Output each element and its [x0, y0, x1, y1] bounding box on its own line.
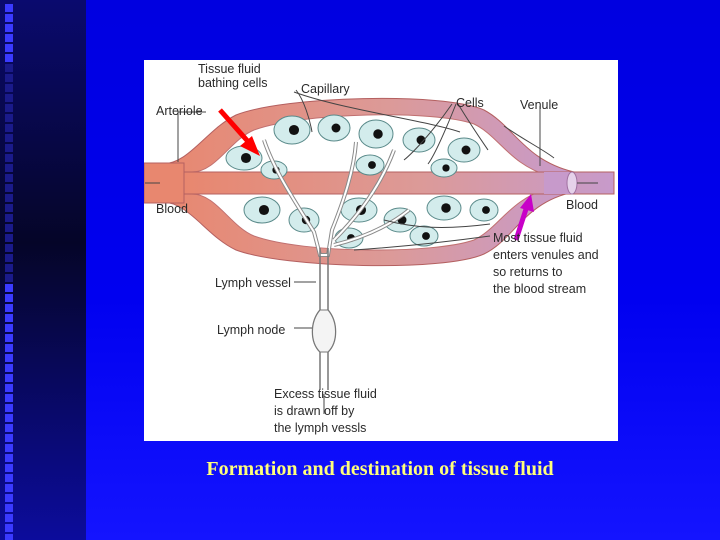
label-pointer-lines	[145, 89, 598, 414]
slide-caption: Formation and destination of tissue flui…	[206, 458, 554, 480]
diagram-figure: Tissue fluid bathing cells Capillary Cel…	[144, 60, 618, 441]
cell-nucleus	[258, 204, 270, 216]
strip-square	[5, 154, 13, 162]
magenta-arrow-head	[520, 194, 534, 212]
strip-square	[5, 234, 13, 242]
cell-nucleus	[368, 161, 376, 169]
label-most-tissue-fluid: Most tissue fluid enters venules and so …	[493, 231, 599, 296]
cell-nucleus	[331, 123, 341, 133]
label-cells: Cells	[456, 96, 484, 110]
magenta-arrow	[513, 205, 530, 241]
strip-square	[5, 354, 13, 362]
strip-square	[5, 364, 13, 372]
cell-nucleus	[373, 129, 383, 139]
strip-square	[5, 344, 13, 352]
strip-square	[5, 44, 13, 52]
strip-square	[5, 424, 13, 432]
label-blood-left: Blood	[156, 202, 188, 216]
cell-nucleus	[240, 152, 252, 164]
cell-nucleus	[416, 135, 426, 145]
strip-square	[5, 194, 13, 202]
strip-square	[5, 64, 13, 72]
strip-square	[5, 4, 13, 12]
strip-square	[5, 524, 13, 532]
strip-square	[5, 484, 13, 492]
strip-square	[5, 134, 13, 142]
cell-nucleus	[442, 164, 450, 172]
lymph-node	[312, 309, 336, 353]
label-capillary: Capillary	[301, 82, 350, 96]
strip-square	[5, 164, 13, 172]
label-venule: Venule	[520, 98, 559, 112]
strip-square	[5, 274, 13, 282]
strip-square	[5, 504, 13, 512]
strip-square	[5, 174, 13, 182]
strip-square	[5, 104, 13, 112]
strip-square	[5, 34, 13, 42]
red-arrow-head	[240, 136, 260, 156]
strip-square-pattern	[5, 4, 13, 540]
strip-square	[5, 404, 13, 412]
strip-square	[5, 264, 13, 272]
strip-square	[5, 254, 13, 262]
strip-square	[5, 224, 13, 232]
strip-square	[5, 74, 13, 82]
strip-square	[5, 184, 13, 192]
strip-square	[5, 444, 13, 452]
cell-nucleus	[482, 206, 490, 214]
label-excess-tissue-fluid: Excess tissue fluid is drawn off by the …	[274, 387, 377, 435]
strip-square	[5, 94, 13, 102]
strip-square	[5, 124, 13, 132]
strip-square	[5, 244, 13, 252]
strip-square	[5, 454, 13, 462]
strip-square	[5, 304, 13, 312]
strip-square	[5, 204, 13, 212]
cell-nucleus	[461, 145, 471, 155]
strip-square	[5, 284, 13, 292]
venule-vessel	[544, 172, 572, 194]
strip-square	[5, 494, 13, 502]
strip-square	[5, 464, 13, 472]
strip-square	[5, 314, 13, 322]
strip-square	[5, 394, 13, 402]
strip-square	[5, 474, 13, 482]
label-tissue-fluid: Tissue fluid bathing cells	[198, 62, 268, 90]
cell-nucleus	[288, 124, 300, 136]
cell-nucleus	[441, 203, 451, 213]
strip-square	[5, 294, 13, 302]
strip-square	[5, 334, 13, 342]
strip-square	[5, 144, 13, 152]
red-arrow	[218, 108, 254, 148]
strip-square	[5, 324, 13, 332]
label-blood-right: Blood	[566, 198, 598, 212]
strip-square	[5, 514, 13, 522]
strip-square	[5, 14, 13, 22]
strip-square	[5, 114, 13, 122]
strip-square	[5, 214, 13, 222]
label-lymph-node: Lymph node	[217, 323, 286, 337]
strip-square	[5, 534, 13, 540]
strip-square	[5, 434, 13, 442]
venule-opening	[566, 171, 578, 195]
strip-square	[5, 24, 13, 32]
cell-nucleus	[422, 232, 430, 240]
tissue-fluid-diagram	[144, 89, 615, 414]
label-lymph-vessel: Lymph vessel	[215, 276, 291, 290]
strip-square	[5, 414, 13, 422]
label-arteriole: Arteriole	[156, 104, 203, 118]
strip-square	[5, 84, 13, 92]
strip-square	[5, 54, 13, 62]
strip-square	[5, 384, 13, 392]
left-decorative-strip	[0, 0, 86, 540]
strip-square	[5, 374, 13, 382]
